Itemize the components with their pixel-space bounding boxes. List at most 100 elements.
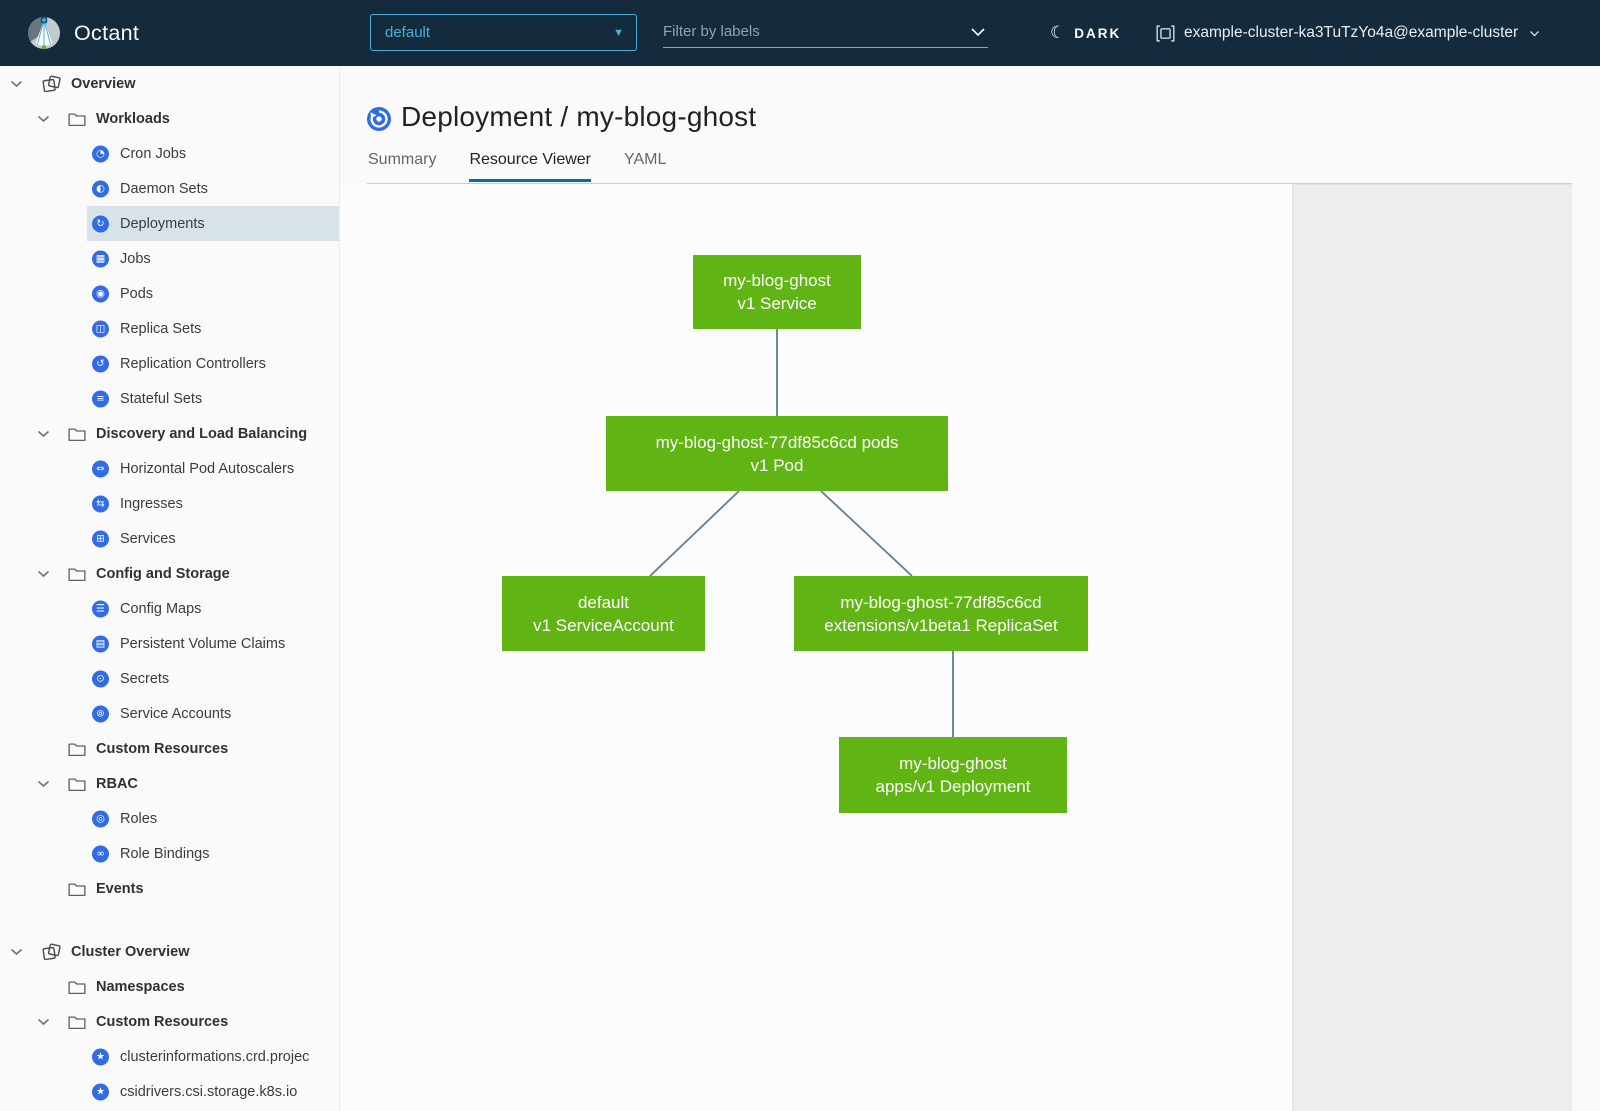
cronjobs-icon: ◔ (92, 145, 109, 162)
chevron-down-icon (1529, 30, 1540, 37)
graph-node-my-blog-ghost-77df85c6cd-extensions-v1beta1-replicaset[interactable]: my-blog-ghost-77df85c6cdextensions/v1bet… (794, 576, 1088, 651)
node-name: my-blog-ghost (723, 269, 831, 292)
daemonsets-icon: ◐ (92, 180, 109, 197)
node-kind: extensions/v1beta1 ReplicaSet (824, 614, 1057, 637)
filter-input[interactable] (663, 23, 968, 40)
rolebindings-icon: ∞ (92, 845, 109, 862)
sidebar-item-label: Role Bindings (120, 846, 209, 862)
sidebar-item-roles[interactable]: ◎Roles (0, 801, 339, 836)
node-kind: v1 Pod (751, 454, 804, 477)
sidebar-item-label: Deployments (120, 216, 205, 232)
sidebar-item-label: Services (120, 531, 176, 547)
configmaps-icon: ☰ (92, 600, 109, 617)
sidebar-item-persistent-volume-claims[interactable]: ▤ Persistent Volume Claims (0, 626, 339, 661)
sidebar-item-label: Stateful Sets (120, 391, 202, 407)
namespace-dropdown[interactable]: default ▼ (370, 14, 637, 51)
sidebar-item-label: Persistent Volume Claims (120, 636, 285, 652)
sidebar-item-jobs[interactable]: ▦Jobs (0, 241, 339, 276)
chevron-down-icon[interactable] (37, 115, 50, 123)
pods-icon: ◉ (92, 285, 109, 302)
sidebar-item-label: Overview (71, 76, 136, 92)
folder-icon (68, 111, 86, 126)
services-icon: ⊞ (92, 530, 109, 547)
chevron-down-icon[interactable] (968, 27, 988, 37)
sidebar-item-overview[interactable]: Overview (0, 66, 339, 101)
sidebar-item-replica-sets[interactable]: ◫Replica Sets (0, 311, 339, 346)
sidebar-item-label: Replication Controllers (120, 356, 266, 372)
chevron-down-icon[interactable] (37, 1018, 50, 1026)
sidebar-item-daemon-sets[interactable]: ◐ Daemon Sets (0, 171, 339, 206)
sidebar-item-label: Config and Storage (96, 566, 230, 582)
sidebar-item-label: Workloads (96, 111, 170, 127)
chevron-down-icon[interactable] (10, 948, 23, 956)
sidebar-item-config-and-storage[interactable]: Config and Storage (0, 556, 339, 591)
tab-bar: Summary Resource Viewer YAML (368, 151, 699, 182)
sidebar-item-service-accounts[interactable]: ⊚Service Accounts (0, 696, 339, 731)
namespace-value: default (385, 24, 613, 41)
graph-node-my-blog-ghost-77df85c6cd-pods-v1-pod[interactable]: my-blog-ghost-77df85c6cd podsv1 Pod (606, 416, 948, 491)
tab-resource-viewer[interactable]: Resource Viewer (469, 151, 591, 182)
cluster-icon (1156, 25, 1175, 42)
sidebar-item-label: Namespaces (96, 979, 185, 995)
persistentvolumeclaims-icon: ▤ (92, 635, 109, 652)
graph-node-my-blog-ghost-apps-v1-deployment[interactable]: my-blog-ghostapps/v1 Deployment (839, 737, 1067, 813)
sidebar-item-services[interactable]: ⊞ Services (0, 521, 339, 556)
folder-icon (68, 1014, 86, 1029)
graph-node-my-blog-ghost-v1-service[interactable]: my-blog-ghostv1 Service (693, 255, 861, 329)
sidebar-item-custom-resources[interactable]: Custom Resources (0, 731, 339, 766)
chevron-down-icon[interactable] (37, 570, 50, 578)
folder-icon (68, 426, 86, 441)
customresource-icon: ★ (92, 1048, 109, 1065)
tab-summary[interactable]: Summary (368, 151, 436, 182)
sidebar-item-label: Custom Resources (96, 1014, 228, 1030)
node-name: my-blog-ghost (899, 752, 1007, 775)
sidebar-item-deployments[interactable]: ↻Deployments (0, 206, 339, 241)
sidebar-item-cluster-overview[interactable]: Cluster Overview (0, 934, 339, 969)
customresource-icon: ★ (92, 1083, 109, 1100)
sidebar-item-clusterinformations-crd-projec[interactable]: ★ clusterinformations.crd.projec (0, 1039, 339, 1074)
sidebar-item-label: Service Accounts (120, 706, 231, 722)
sidebar-item-secrets[interactable]: ⊙ Secrets (0, 661, 339, 696)
sidebar-item-pods[interactable]: ◉Pods (0, 276, 339, 311)
theme-toggle[interactable]: ☾ DARK (1050, 0, 1121, 66)
overview-icon (41, 942, 62, 961)
chevron-down-icon[interactable] (37, 780, 50, 788)
chevron-down-icon[interactable] (37, 430, 50, 438)
sidebar-item-rbac[interactable]: RBAC (0, 766, 339, 801)
sidebar-item-csidrivers-csi-storage-k8s-io[interactable]: ★csidrivers.csi.storage.k8s.io (0, 1074, 339, 1109)
sidebar-item-horizontal-pod-autoscalers[interactable]: ⇔Horizontal Pod Autoscalers (0, 451, 339, 486)
cluster-context-selector[interactable]: example-cluster-ka3TuTzYo4a@example-clus… (1156, 0, 1540, 66)
sidebar-item-workloads[interactable]: Workloads (0, 101, 339, 136)
sidebar-item-stateful-sets[interactable]: ≡Stateful Sets (0, 381, 339, 416)
overview-icon (41, 74, 62, 93)
node-name: my-blog-ghost-77df85c6cd (840, 591, 1041, 614)
sidebar-item-label: clusterinformations.crd.projec (120, 1049, 309, 1065)
sidebar-item-cron-jobs[interactable]: ◔Cron Jobs (0, 136, 339, 171)
sidebar-item-config-maps[interactable]: ☰Config Maps (0, 591, 339, 626)
folder-icon (68, 776, 86, 791)
sidebar-item-events[interactable]: Events (0, 871, 339, 906)
chevron-down-icon[interactable] (10, 80, 23, 88)
node-name: my-blog-ghost-77df85c6cd pods (656, 431, 899, 454)
sidebar-item-label: Events (96, 881, 144, 897)
secrets-icon: ⊙ (92, 670, 109, 687)
sidebar-item-replication-controllers[interactable]: ↺ Replication Controllers (0, 346, 339, 381)
graph-node-default-v1-serviceaccount[interactable]: defaultv1 ServiceAccount (502, 576, 705, 651)
sidebar-item-role-bindings[interactable]: ∞ Role Bindings (0, 836, 339, 871)
ingresses-icon: ⇆ (92, 495, 109, 512)
moon-icon: ☾ (1050, 25, 1065, 42)
sidebar-item-label: Daemon Sets (120, 181, 208, 197)
tab-yaml[interactable]: YAML (624, 151, 666, 182)
sidebar-item-discovery-and-load-balancing[interactable]: Discovery and Load Balancing (0, 416, 339, 451)
folder-icon (68, 979, 86, 994)
sidebar-item-custom-resources[interactable]: Custom Resources (0, 1004, 339, 1039)
sidebar-item-label: Replica Sets (120, 321, 201, 337)
node-name: default (578, 591, 629, 614)
caret-down-icon: ▼ (613, 27, 624, 39)
sidebar-item-ingresses[interactable]: ⇆Ingresses (0, 486, 339, 521)
sidebar-item-namespaces[interactable]: Namespaces (0, 969, 339, 1004)
sidebar-item-label: Secrets (120, 671, 169, 687)
replicationcontrollers-icon: ↺ (92, 355, 109, 372)
theme-toggle-label: DARK (1074, 26, 1121, 41)
